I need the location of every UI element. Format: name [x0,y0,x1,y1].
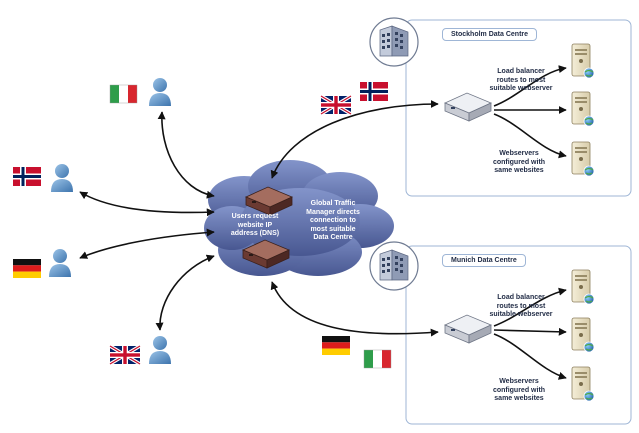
stockholm-ws-text: Webservers configured with same websites [492,150,546,174]
stockholm-lb-text: Load balancer routes to most suitable we… [489,68,553,92]
arrow-italy-user [157,111,215,199]
arrow-cloud-stockholm [270,100,439,179]
munich-dc-name: Munich Data Centre [442,254,526,267]
italy-flag-icon [109,84,138,104]
user-germany [49,249,71,277]
munich-italy-flag-icon [363,349,392,369]
user-italy [149,78,171,106]
arrow-germany-user [79,228,215,259]
norway-flag-icon [13,167,41,186]
connection-arrows [79,65,567,380]
munich-germany-flag-icon [322,336,350,355]
munich-ws-text: Webservers configured with same websites [492,378,546,402]
stockholm-norway-flag-icon [360,82,388,101]
gtm-label: Global Traffic Manager directs connectio… [306,200,360,241]
arrow-cloud-munich [270,281,439,337]
germany-flag-icon [13,259,41,278]
arrow-uk-user [155,254,215,331]
stockholm-building-icon [369,17,419,67]
user-norway [51,164,73,192]
munich-building-icon [369,241,419,291]
stockholm-dc-name: Stockholm Data Centre [442,28,538,41]
munich-lb-text: Load balancer routes to most suitable we… [489,294,553,318]
users-request-label: Users request website IP address (DNS) [230,213,280,237]
user-uk [149,336,171,364]
arrow-norway-user [79,191,215,217]
uk-flag-icon [108,344,142,366]
stockholm-uk-flag-icon [319,94,353,116]
